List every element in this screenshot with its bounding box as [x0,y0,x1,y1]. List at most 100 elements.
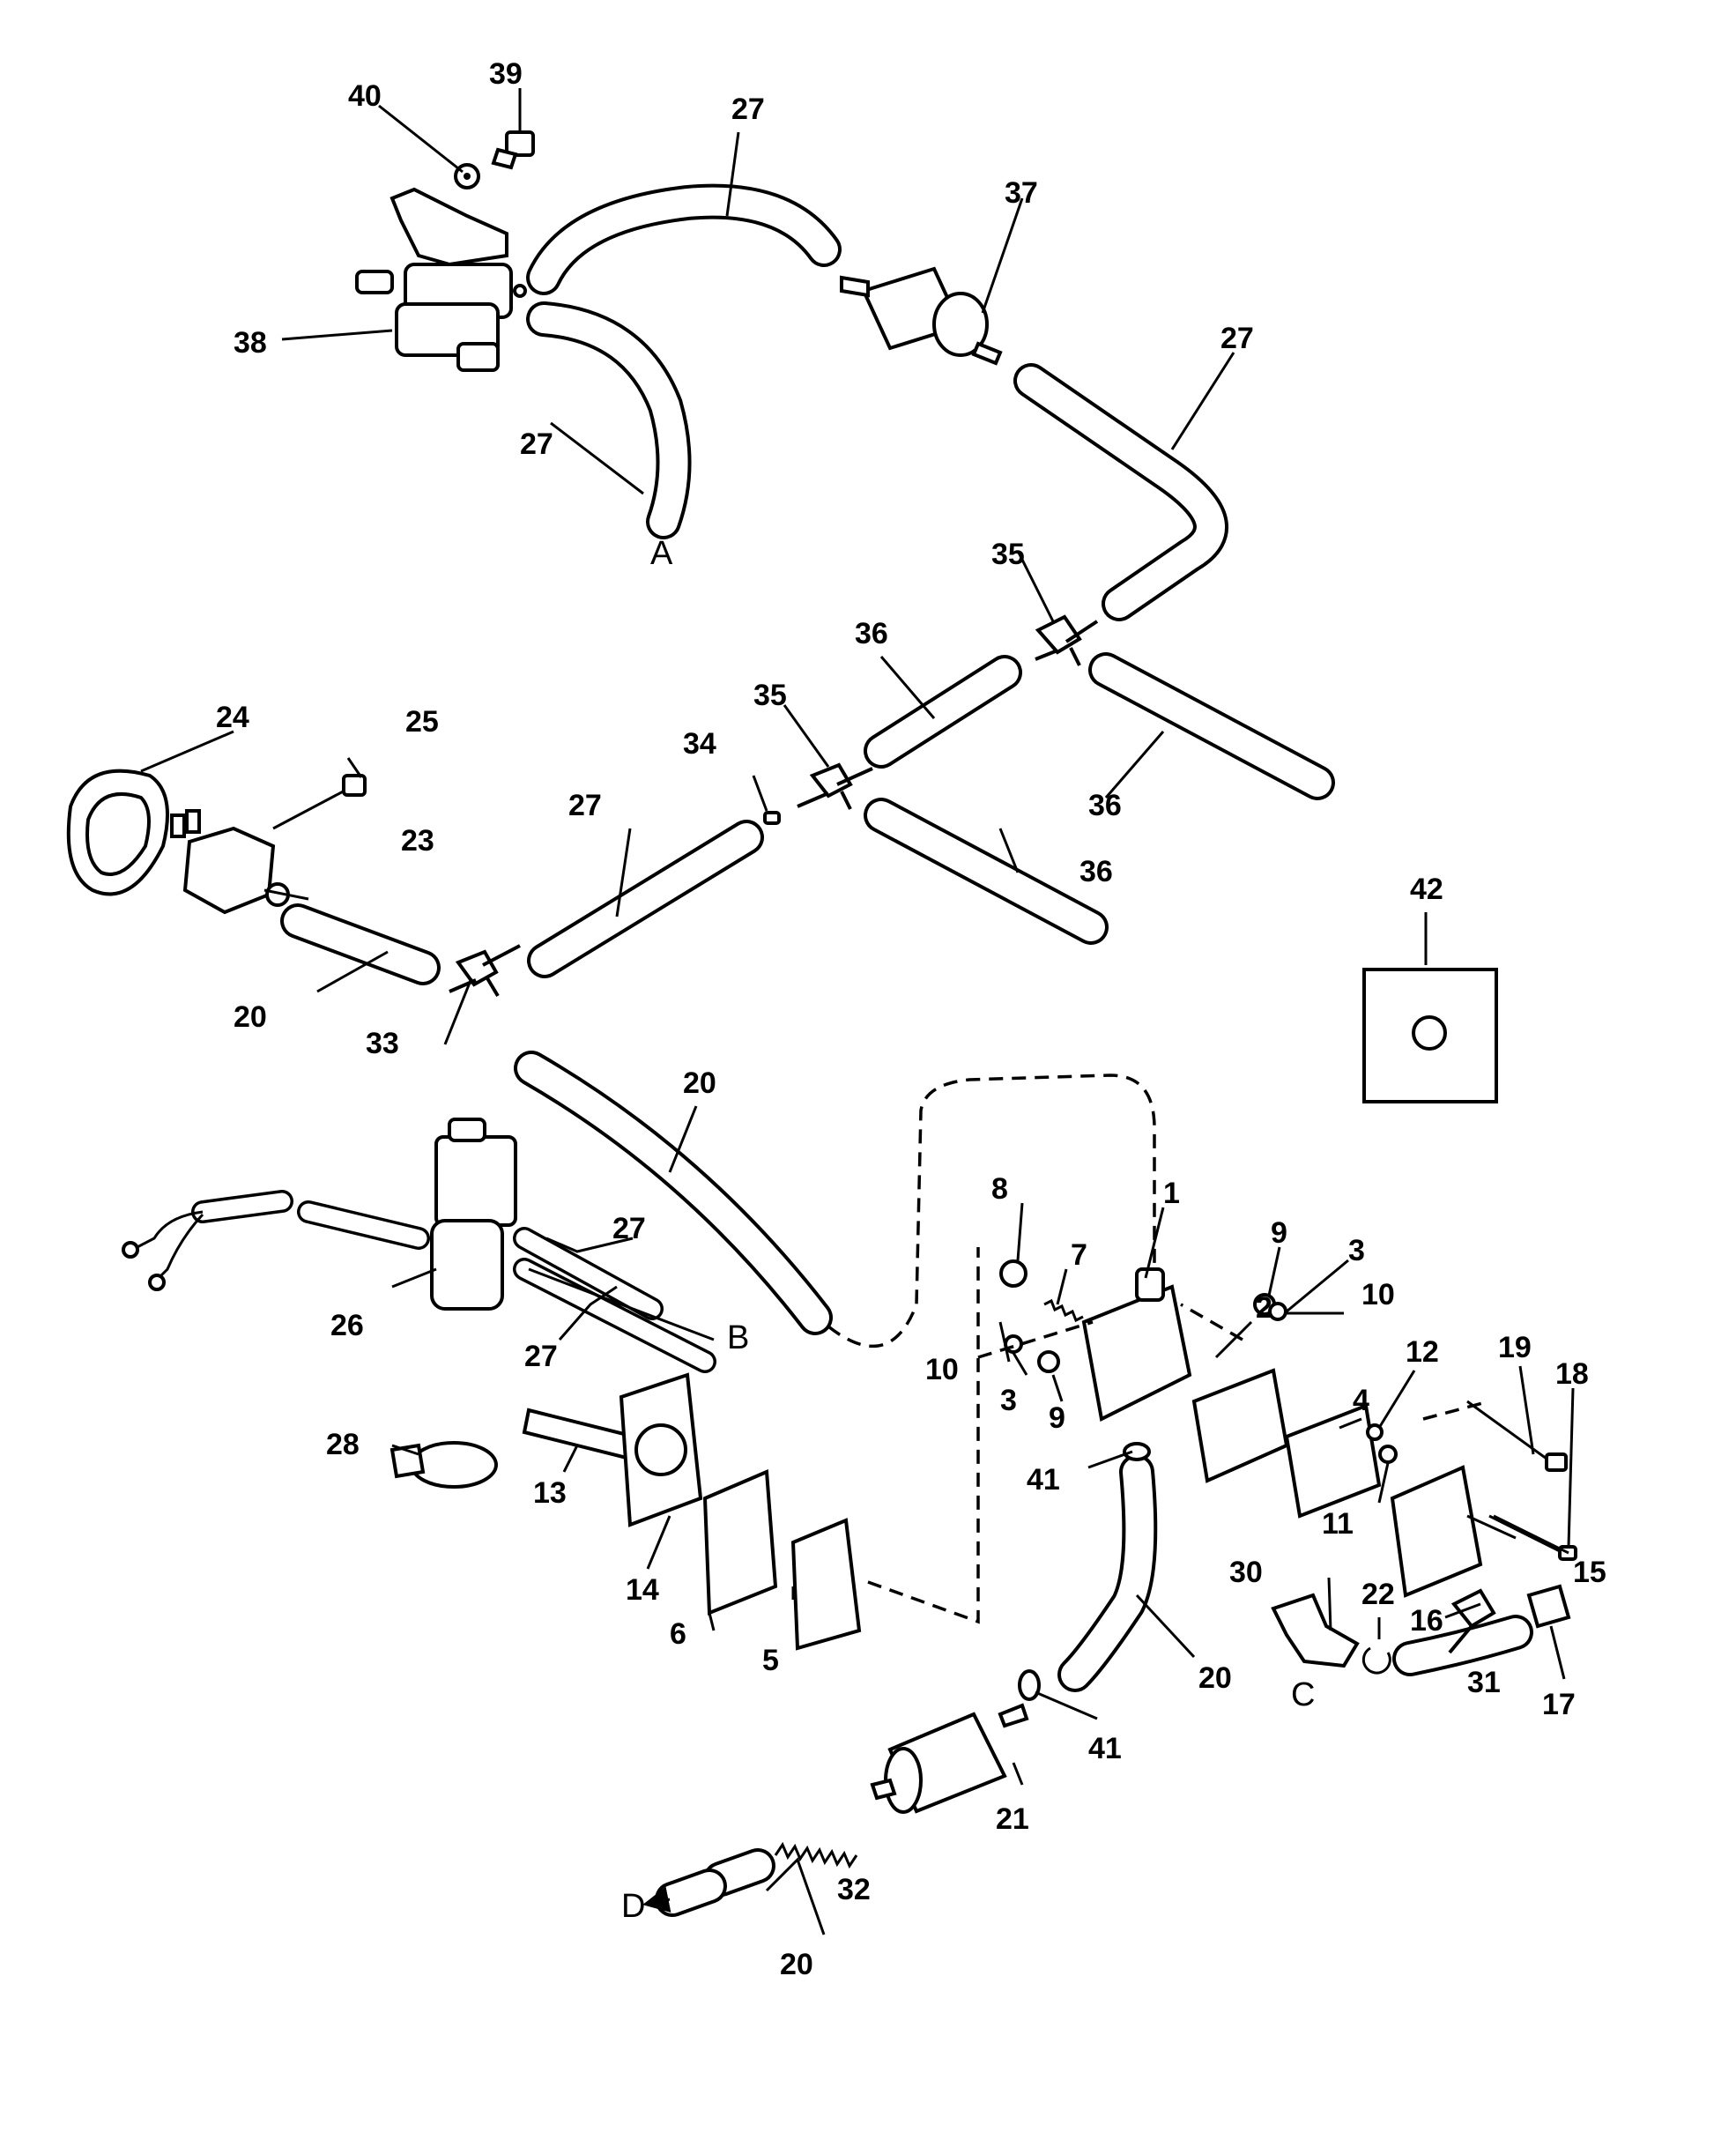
callout-30: 30 [1229,1556,1263,1589]
connection-letters: A B C D [621,535,1315,1925]
hose-group [122,183,1533,1917]
connection-letter-a: A [650,535,673,572]
callout-28: 28 [326,1428,360,1461]
part-41-clamp-upper [1123,1442,1151,1461]
callout-2: 2 [1256,1291,1272,1325]
part-39-bolt [491,130,535,170]
callout-12: 12 [1406,1335,1439,1369]
part-12-check-valve [1366,1423,1384,1441]
callout-39: 39 [489,57,523,91]
callout-27f: 27 [524,1340,558,1373]
part-15-pump-cover [1390,1465,1483,1598]
callout-38: 38 [234,326,267,360]
callout-16: 16 [1410,1604,1443,1638]
callout-37: 37 [1005,176,1038,210]
callout-26: 26 [330,1309,364,1342]
callout-23: 23 [401,824,434,858]
callout-27d: 27 [568,789,602,822]
callout-36a: 36 [855,617,888,650]
callout-41b: 41 [1088,1732,1122,1765]
part-38-solenoid-bracket [355,187,527,372]
part-33-tee [449,944,521,998]
callout-20b: 20 [683,1066,716,1100]
callout-27a: 27 [731,93,765,126]
callout-24: 24 [216,701,249,734]
callout-10b: 10 [1361,1278,1395,1311]
callout-9a: 9 [1049,1401,1065,1435]
arrow-to-d [642,1886,671,1913]
part-1-fuel-pump-body [1081,1267,1192,1422]
callout-11: 11 [1322,1507,1354,1541]
callout-15: 15 [1573,1556,1606,1589]
callout-25: 25 [405,705,439,739]
callout-20d: 20 [780,1948,813,1981]
callout-42: 42 [1410,873,1443,906]
part-9-washer-left [1037,1350,1060,1373]
callout-34: 34 [683,727,716,761]
callout-1: 1 [1163,1177,1180,1210]
parts-group [66,130,1577,1869]
part-23-valve [170,809,290,915]
part-41-clamp-lower [1018,1669,1041,1701]
part-3-washer-right [1268,1302,1287,1321]
part-42-kit-box [1362,968,1498,1103]
callout-36b: 36 [1088,789,1122,822]
dashed-connection-b [827,1074,1156,1348]
callout-27e: 27 [612,1212,646,1245]
callout-17: 17 [1542,1688,1576,1721]
callout-20a: 20 [234,1000,267,1034]
callout-40: 40 [348,79,382,113]
connection-letter-b: B [727,1319,749,1356]
callout-27b: 27 [520,427,553,461]
connection-letter-d: D [621,1888,645,1925]
part-2-gasket [1191,1368,1289,1483]
part-32-spring [774,1841,858,1869]
callout-4: 4 [1353,1384,1369,1417]
part-11-spring [1378,1445,1398,1464]
leader-lines [140,88,1575,1935]
callout-14: 14 [626,1573,659,1607]
part-17-elbow [1526,1584,1571,1629]
part-14-adapter-plate [619,1372,703,1527]
part-21-fuel-filter [870,1703,1029,1814]
part-6-gasket [702,1469,778,1616]
part-34-plug [763,811,781,825]
part-30-elbow-fitting [1271,1593,1360,1668]
callout-5: 5 [762,1644,779,1677]
callout-3b: 3 [1348,1234,1365,1267]
part-35-tee-upper [1035,614,1099,666]
part-5-diaphragm [790,1518,862,1651]
dashed-gasket-stack [867,1247,1490,1624]
part-16-elbow [1448,1588,1496,1654]
callout-13: 13 [533,1476,567,1510]
part-22-clip [1361,1646,1391,1675]
part-37-inline-filter [840,266,1003,366]
callout-33: 33 [366,1027,399,1060]
callout-labels: 1 2 3 3 4 5 6 7 8 9 9 10 10 11 12 13 14 … [216,57,1606,1981]
callout-22: 22 [1361,1578,1395,1611]
callout-35a: 35 [991,538,1025,571]
callout-10a: 10 [925,1353,959,1386]
callout-20c: 20 [1198,1661,1232,1695]
callout-7: 7 [1071,1238,1087,1272]
part-18-screw [1488,1514,1561,1553]
connection-letter-c: C [1291,1676,1315,1713]
callout-8: 8 [991,1172,1008,1206]
part-35-tee-lower [797,762,873,810]
part-26-primer-solenoid [430,1118,517,1311]
part-13-strap [522,1408,637,1461]
callout-35b: 35 [753,679,787,712]
part-24-grommet [66,769,169,896]
callout-18: 18 [1555,1357,1589,1391]
part-25-screw [272,787,349,830]
callout-31: 31 [1467,1666,1501,1699]
callout-21: 21 [996,1802,1029,1836]
callout-3a: 3 [1000,1384,1017,1417]
callout-19: 19 [1498,1331,1532,1364]
part-19-screw [1466,1400,1547,1460]
callout-27c: 27 [1220,322,1254,355]
callout-6: 6 [670,1617,686,1651]
part-8-washer [999,1259,1028,1288]
callout-32: 32 [837,1873,871,1906]
